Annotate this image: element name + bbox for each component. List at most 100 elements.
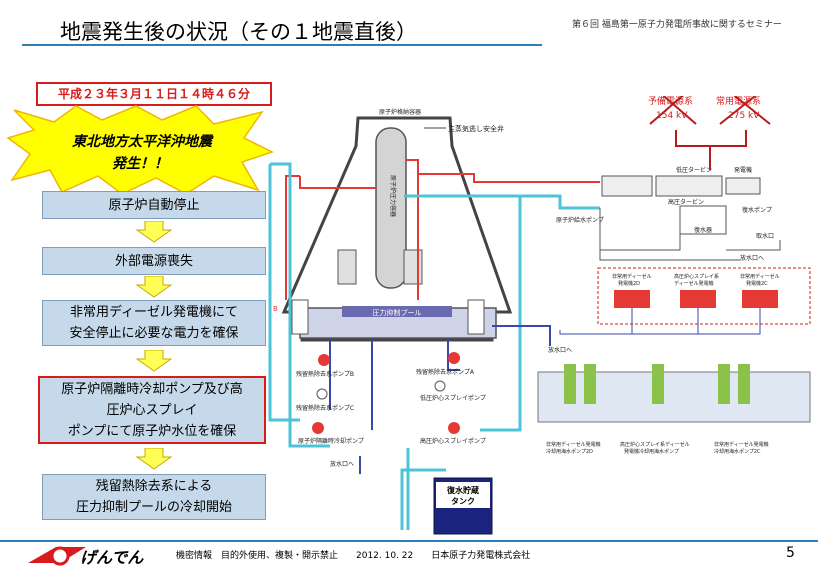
hpcs-line: [500, 196, 522, 432]
turbine-piping: [599, 208, 781, 261]
reserve-kv-label: 154 kV: [656, 111, 688, 121]
seawater-pit: [537, 371, 811, 423]
cst-label-1: 復水貯蔵: [446, 485, 479, 495]
lpcs-pump-label: 低圧炉心スプレイポンプ: [420, 394, 486, 402]
rpv-label: 原子炉圧力容器: [389, 175, 397, 217]
step-text: 原子炉隔離時冷却ポンプ及び高: [61, 381, 243, 397]
step-text: ポンプにて原子炉水位を確保: [67, 423, 237, 439]
cst-label-box: [436, 482, 490, 508]
step-text: 原子炉自動停止: [108, 197, 200, 213]
dg-hpcs-label: 高圧炉心スプレイ系ディーゼル発電機: [674, 273, 719, 287]
normal-cross-icon: [719, 96, 771, 125]
dg-cooling-lines: [559, 308, 761, 335]
power-bus: [675, 130, 747, 170]
step-reactor-scram: 原子炉自動停止: [42, 191, 266, 219]
discharge-right-label: 放水口へ: [740, 254, 764, 262]
dg-2d-icon: [614, 290, 650, 308]
rhr-marker: B: [273, 305, 278, 313]
rhr-pump-b-label: 残留熱除去系ポンプB: [296, 370, 354, 378]
rhr-pump-a-label: 残留熱除去系ポンプA: [416, 368, 475, 376]
main-steam-line: [406, 159, 600, 183]
seawater-pumps: 非常用ディーゼル発電機冷却用海水ポンプ2D 高圧炉心スプレイ系ディーゼル発電機冷…: [537, 364, 811, 455]
water-lines: [268, 162, 600, 530]
step-text: 外部電源喪失: [114, 253, 193, 269]
confidentiality-notice: 機密情報 目的外使用、複製・開示禁止 2012. 10. 22 日本原子力発電株…: [176, 551, 531, 561]
condensate-pump-label: 復水ポンプ: [742, 206, 772, 214]
rcic-line: [270, 162, 330, 448]
sw-pump-2d-b-icon: [584, 364, 596, 404]
hp-turbine: [601, 175, 653, 197]
rhr-pump-b-icon: [318, 354, 330, 366]
plant-diagram: 圧力抑制プール 原子炉圧力容器 原子炉格納容器 主蒸気逃し安全弁 B 残留熱除去…: [268, 96, 811, 535]
seminar-label: 第６回 福島第一原子力発電所事故に関するセミナー: [572, 20, 782, 30]
intake-label: 取水口: [756, 232, 774, 240]
rcic-pump-label: 原子炉隔離時冷却ポンプ: [298, 437, 364, 445]
hpcs-pump-label: 高圧炉心スプレイポンプ: [420, 437, 486, 445]
condenser: [679, 205, 727, 235]
feedwater-pump-label: 原子炉給水ポンプ: [556, 216, 604, 224]
step-text: 圧炉心スプレイ: [106, 402, 198, 418]
page-number: 5: [786, 545, 795, 561]
reactor-pressure-vessel: [375, 127, 407, 289]
diesel-generator-room: 非常用ディーゼル発電機2D 高圧炉心スプレイ系ディーゼル発電機 非常用ディーゼル…: [559, 267, 811, 335]
step-rhr-cooling: 残留熱除去系による 圧力抑制プールの冷却開始: [42, 474, 266, 520]
title-underline: [22, 44, 542, 46]
condenser-label: 復水器: [694, 226, 712, 234]
recirc-pump-right: [403, 249, 423, 285]
suppression-pool-label: 圧力抑制プール: [373, 308, 422, 317]
generator: [725, 177, 761, 195]
down-arrow-icon: [136, 448, 172, 470]
sw-2c-label: 非常用ディーゼル発電機冷却用海水ポンプ2C: [714, 441, 769, 455]
discharge-mid-label: 放水口へ: [548, 346, 572, 354]
rhr-heat-exchanger-b: [291, 299, 309, 335]
generator-label: 発電機: [734, 166, 752, 174]
sw-pump-2c-icon: [718, 364, 730, 404]
feedwater-to-pump: [520, 194, 600, 210]
recirc-pump-left: [337, 249, 357, 285]
rhr-heat-exchanger-a: [467, 299, 485, 335]
cst-return-line: [400, 468, 446, 530]
step-text: 安全停止に必要な電力を確保: [69, 326, 239, 341]
rhr-pump-c-label: 残留熱除去系ポンプC: [296, 404, 354, 412]
rhr-lines: [329, 325, 551, 474]
step-text: 非常用ディーゼル発電機にて: [69, 305, 239, 320]
logo-text: げんでん: [80, 548, 144, 567]
offsite-power: 予備電源系 154 kV 常用電源系 275 kV: [648, 96, 771, 170]
discharge-bottom-label: 放水口へ: [330, 460, 354, 468]
rhr-suction-right: [447, 340, 460, 371]
suppression-pool-band: [342, 306, 452, 317]
reserve-cross-icon: [649, 96, 697, 125]
hpcs-pump-icon: [448, 422, 460, 434]
lpcs-pump-icon: [434, 380, 446, 392]
lp-turbine-label: 低圧タービン: [676, 166, 712, 174]
rhr-pump-a-icon: [448, 352, 460, 364]
sw-hpcs-label: 高圧炉心スプレイ系ディーゼル発電機冷却用海水ポンプ: [620, 441, 690, 455]
step-text: 圧力抑制プールの冷却開始: [75, 500, 232, 515]
normal-kv-label: 275 kV: [728, 111, 760, 121]
sw-pump-2d-icon: [564, 364, 576, 404]
sw-pump-2c-b-icon: [738, 364, 750, 404]
footer-rule: [0, 540, 818, 542]
down-arrow-icon: [136, 350, 172, 372]
down-arrow-icon: [136, 221, 172, 243]
rhr-pump-c-icon: [316, 388, 328, 400]
turbine-area: 高圧タービン 低圧タービン 発電機 復水器 原子炉給水ポンプ 復水ポンプ 取水口…: [556, 166, 781, 262]
sw-pump-hpcs-icon: [652, 364, 664, 404]
down-arrow-icon: [136, 276, 172, 298]
steam-line-left: [299, 176, 376, 189]
page-title: 地震発生後の状況（その１地震直後）: [60, 20, 417, 44]
step-text: 残留熱除去系による: [95, 479, 213, 494]
earthquake-subtitle: 発生！！: [112, 155, 168, 172]
earthquake-burst: 東北地方太平洋沖地震 発生！！: [6, 105, 274, 195]
steam-lines: [285, 159, 600, 300]
earthquake-title: 東北地方太平洋沖地震: [72, 133, 214, 150]
step-diesel-generator: 非常用ディーゼル発電機にて 安全停止に必要な電力を確保: [42, 300, 266, 346]
step-rcic-hpcs: 原子炉隔離時冷却ポンプ及び高 圧炉心スプレイ ポンプにて原子炉水位を確保: [38, 376, 266, 444]
safety-valve-label: 主蒸気逃し安全弁: [448, 124, 504, 133]
event-date-box: 平成２３年３月１１日１４時４６分: [36, 82, 272, 106]
hp-turbine-label: 高圧タービン: [668, 198, 704, 206]
dg-2d-label: 非常用ディーゼル発電機2D: [612, 273, 652, 287]
rhr-line-left: [268, 164, 300, 422]
dg-room-outline: [597, 267, 811, 325]
company-logo: げんでん: [28, 546, 144, 567]
